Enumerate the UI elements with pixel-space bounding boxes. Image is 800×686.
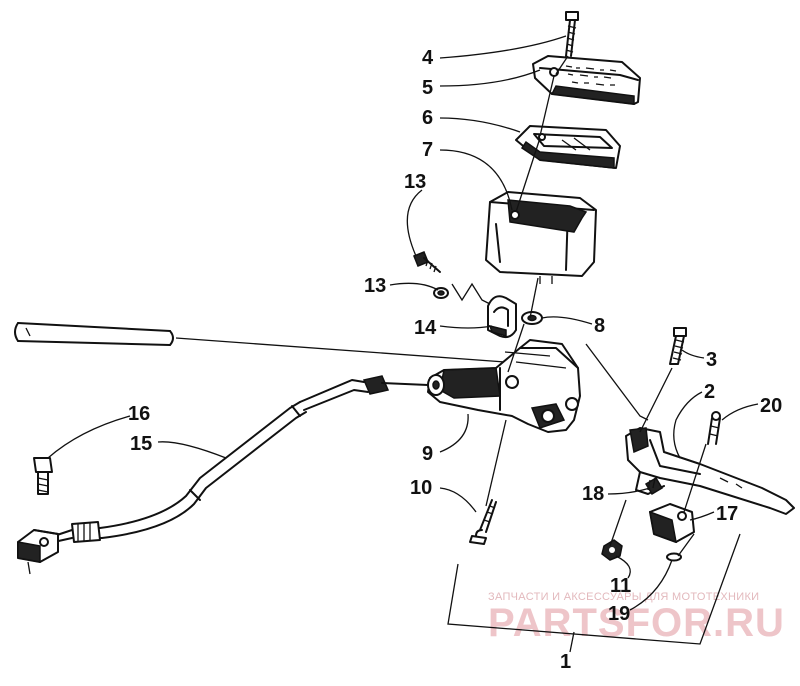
- watermark-brand: PARTSFOR.RU: [488, 601, 785, 645]
- diaphragm-6: [515, 125, 621, 169]
- watermark-tagline: ЗАПЧАСТИ И АКСЕССУАРЫ ДЛЯ МОТОТЕХНИКИ: [488, 591, 759, 603]
- callout-11: 11: [610, 575, 631, 597]
- reservoir-7: [485, 191, 597, 284]
- callout-10: 10: [410, 477, 432, 499]
- brake-hose-15: [53, 401, 307, 543]
- callout-3: 3: [706, 349, 717, 371]
- assembly-lines: [451, 55, 707, 557]
- callout-16: 16: [128, 403, 150, 425]
- callout-6: 6: [422, 107, 433, 129]
- screw-3: [669, 327, 687, 365]
- callout-5: 5: [422, 77, 433, 99]
- callout-14: 14: [414, 317, 437, 339]
- callout-19: 19: [608, 603, 630, 625]
- callout-13-lower: 13: [364, 275, 386, 297]
- pin-20: [707, 411, 721, 445]
- screw-10: [469, 499, 497, 545]
- callouts: 4 5 6 7 13 13 14 8 3 2 20 16 15 9 10 18 …: [128, 47, 782, 673]
- screw-4: [565, 11, 579, 57]
- hose-fitting: [299, 375, 429, 411]
- washer-8: [521, 311, 543, 325]
- callout-2: 2: [704, 381, 715, 403]
- watermark: ЗАПЧАСТИ И АКСЕССУАРЫ ДЛЯ МОТОТЕХНИКИ PA…: [488, 591, 785, 645]
- nut-11: [601, 539, 623, 561]
- callout-18: 18: [582, 483, 604, 505]
- leader-lines: [47, 35, 759, 611]
- callout-7: 7: [422, 139, 433, 161]
- handlebar: [14, 322, 506, 363]
- callout-17: 17: [716, 503, 738, 525]
- washer-19: [666, 552, 682, 562]
- kit-bracket-1: [447, 533, 741, 653]
- brake-lever-2: [625, 427, 795, 515]
- callout-9: 9: [422, 443, 433, 465]
- callout-15: 15: [130, 433, 152, 455]
- washer-13: [433, 287, 449, 299]
- callout-1: 1: [560, 651, 571, 673]
- clamp-14: [487, 295, 517, 339]
- callout-13-upper: 13: [404, 171, 426, 193]
- callout-4: 4: [422, 47, 434, 69]
- callout-8: 8: [594, 315, 605, 337]
- screw-13: [413, 251, 441, 273]
- master-cylinder-9: [427, 339, 581, 433]
- bolt-16: [33, 457, 53, 495]
- spring-18: [644, 476, 664, 496]
- banjo-block: [17, 529, 59, 575]
- adjuster-block-17: [649, 503, 695, 544]
- callout-20: 20: [760, 395, 782, 417]
